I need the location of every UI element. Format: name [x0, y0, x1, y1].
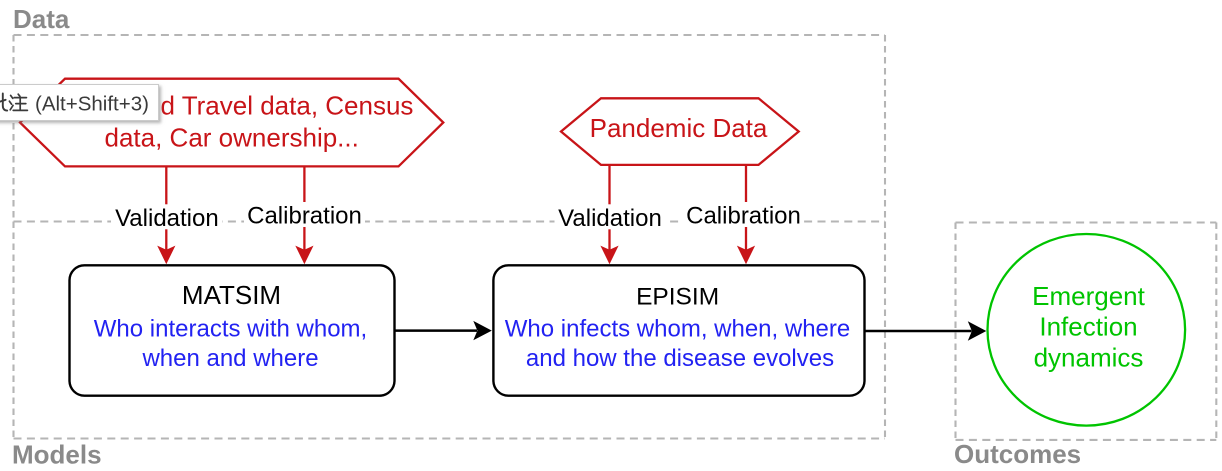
svg-text:Validation: Validation	[115, 205, 219, 232]
svg-text:MATSIM: MATSIM	[182, 280, 281, 310]
svg-text:when and where: when and where	[141, 345, 318, 372]
svg-text:Who interacts with whom,: Who interacts with whom,	[94, 316, 367, 343]
svg-text:and how the disease evolves: and how the disease evolves	[526, 345, 834, 372]
svg-text:Outcomes: Outcomes	[954, 439, 1081, 469]
svg-text:Who infects whom, when, where: Who infects whom, when, where	[505, 315, 850, 342]
svg-text:Pandemic Data: Pandemic Data	[590, 113, 768, 143]
svg-text:Models: Models	[12, 440, 102, 470]
svg-text:Infection: Infection	[1039, 312, 1137, 342]
svg-text:d Travel data, Census: d Travel data, Census	[161, 91, 414, 121]
svg-text:data, Car ownership...: data, Car ownership...	[105, 123, 359, 153]
svg-text:Calibration: Calibration	[686, 203, 801, 230]
svg-text:Validation: Validation	[558, 205, 662, 232]
svg-text:(Alt+Shift+3): (Alt+Shift+3)	[35, 92, 149, 115]
svg-text:Data: Data	[13, 4, 70, 34]
svg-text:Calibration: Calibration	[247, 203, 362, 230]
svg-text:EPISIM: EPISIM	[636, 284, 719, 311]
svg-text:dynamics: dynamics	[1034, 342, 1144, 372]
svg-text:Emergent: Emergent	[1032, 281, 1145, 311]
